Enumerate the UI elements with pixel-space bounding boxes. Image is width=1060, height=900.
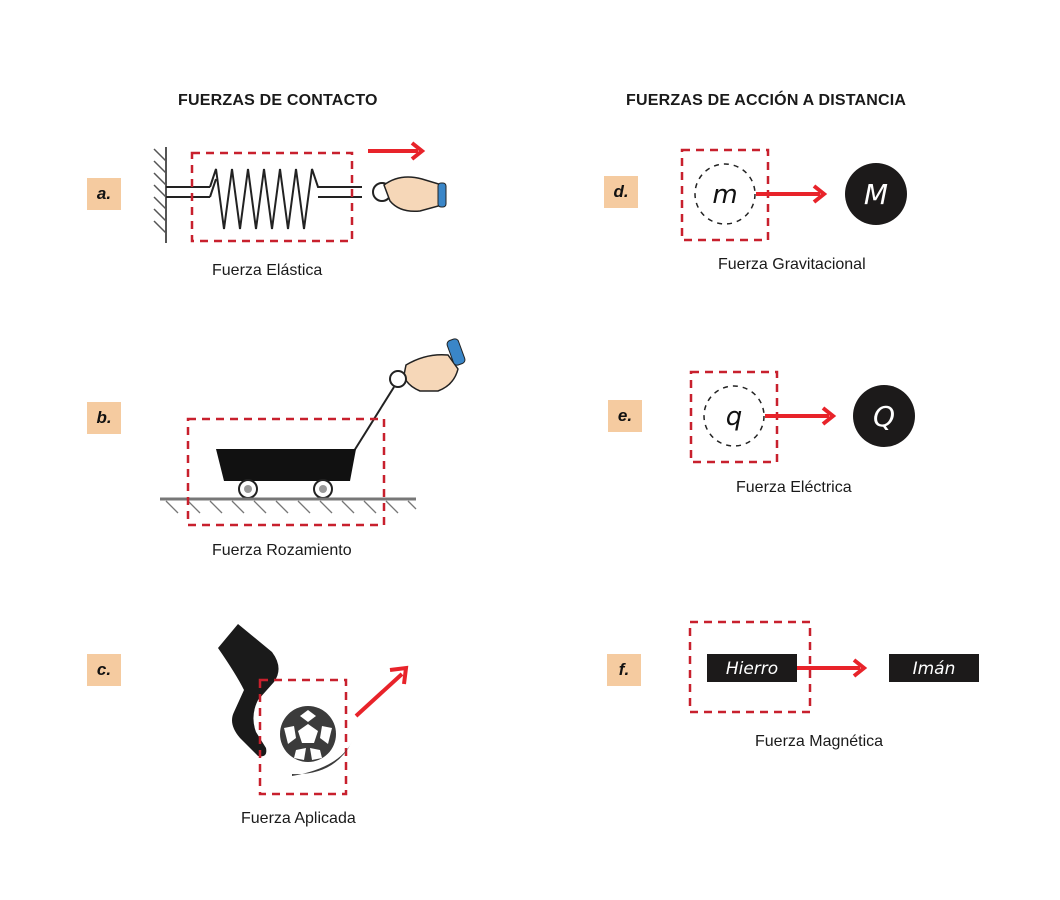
iron-block bbox=[707, 654, 797, 682]
magnet-block bbox=[889, 654, 979, 682]
arrow-right-icon bbox=[765, 406, 837, 426]
arrow-right-icon bbox=[368, 141, 426, 161]
magnetic-force-illustration: Hierro Imán bbox=[688, 620, 979, 714]
caption-friction: Fuerza Rozamiento bbox=[212, 542, 352, 559]
electric-force-illustration: q Q bbox=[689, 370, 915, 464]
badge-f: f. bbox=[607, 654, 641, 686]
badge-a: a. bbox=[87, 178, 121, 210]
caption-gravitational: Fuerza Gravitacional bbox=[718, 256, 866, 273]
badge-c: c. bbox=[87, 654, 121, 686]
badge-b: b. bbox=[87, 402, 121, 434]
arrow-diagonal-icon bbox=[354, 665, 409, 718]
large-mass-label: M bbox=[864, 178, 888, 211]
small-charge-circle bbox=[703, 385, 765, 447]
caption-magnetic: Fuerza Magnética bbox=[755, 733, 884, 750]
hand-icon bbox=[389, 338, 466, 392]
dashed-box bbox=[688, 620, 812, 714]
wall-icon bbox=[153, 147, 167, 243]
soccer-ball-icon bbox=[280, 706, 336, 762]
heading-contact-forces: FUERZAS DE CONTACTO bbox=[178, 92, 378, 109]
hand-icon bbox=[372, 176, 447, 213]
iron-label: Hierro bbox=[726, 659, 778, 679]
dashed-box bbox=[258, 678, 348, 796]
elastic-force-illustration bbox=[153, 141, 447, 243]
gravitational-force-illustration: m M bbox=[680, 148, 907, 242]
friction-force-illustration bbox=[160, 338, 466, 527]
large-charge-circle bbox=[853, 385, 915, 447]
spring-icon bbox=[166, 168, 362, 230]
small-mass-circle bbox=[694, 163, 756, 225]
badge-e: e. bbox=[608, 400, 642, 432]
swoosh-icon bbox=[292, 742, 352, 776]
cart-icon bbox=[216, 449, 356, 499]
small-mass-label: m bbox=[712, 180, 737, 210]
arrow-right-icon bbox=[797, 658, 868, 678]
caption-applied: Fuerza Aplicada bbox=[241, 810, 356, 827]
caption-electric: Fuerza Eléctrica bbox=[736, 479, 852, 496]
applied-force-illustration bbox=[218, 624, 409, 796]
badge-d: d. bbox=[604, 176, 638, 208]
arrow-right-icon bbox=[756, 184, 828, 204]
ground-icon bbox=[160, 497, 417, 514]
heading-distance-forces: FUERZAS DE ACCIÓN A DISTANCIA bbox=[626, 92, 907, 109]
magnet-label: Imán bbox=[913, 659, 956, 679]
leg-icon bbox=[218, 624, 279, 757]
caption-elastic: Fuerza Elástica bbox=[212, 262, 323, 279]
large-mass-circle bbox=[845, 163, 907, 225]
dashed-box bbox=[186, 417, 386, 527]
dashed-box bbox=[190, 151, 354, 243]
large-charge-label: Q bbox=[873, 400, 895, 433]
small-charge-label: q bbox=[726, 402, 743, 432]
